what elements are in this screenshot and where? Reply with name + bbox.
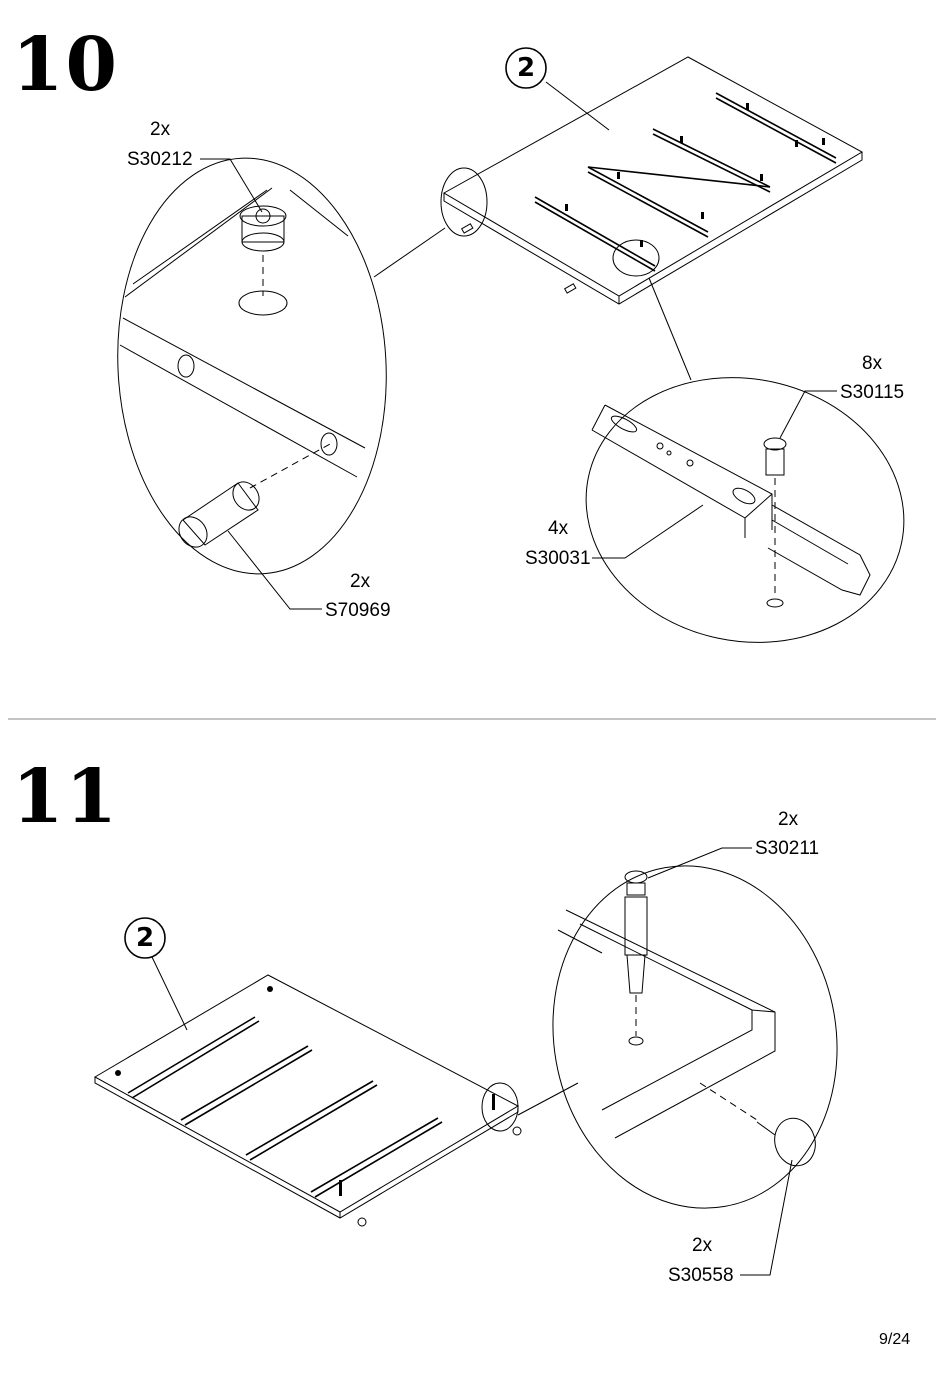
part-badge-circle: [505, 47, 547, 89]
part-code: S30031: [525, 548, 591, 569]
part-qty: 4x: [548, 518, 569, 539]
part-code: S30115: [840, 382, 905, 403]
part-qty: 2x: [692, 1235, 713, 1256]
part-code: S30558: [668, 1265, 734, 1286]
part-code: S30211: [755, 838, 820, 859]
part-code: S70969: [325, 600, 391, 621]
part-badge: 2: [135, 923, 155, 953]
part-qty: 2x: [150, 119, 171, 140]
part-qty: 2x: [778, 809, 799, 830]
part-qty: 8x: [862, 353, 883, 374]
part-qty: 2x: [350, 571, 371, 592]
step-11-panel: [93, 847, 838, 1276]
part-code: S30212: [127, 149, 193, 170]
step-number: 10: [12, 22, 119, 108]
part-badge-circle: [124, 917, 166, 959]
page-number: 9/24: [879, 1331, 911, 1348]
step-number: 11: [12, 754, 119, 840]
step-10-panel: [117, 56, 905, 643]
part-badge: 2: [516, 53, 536, 83]
